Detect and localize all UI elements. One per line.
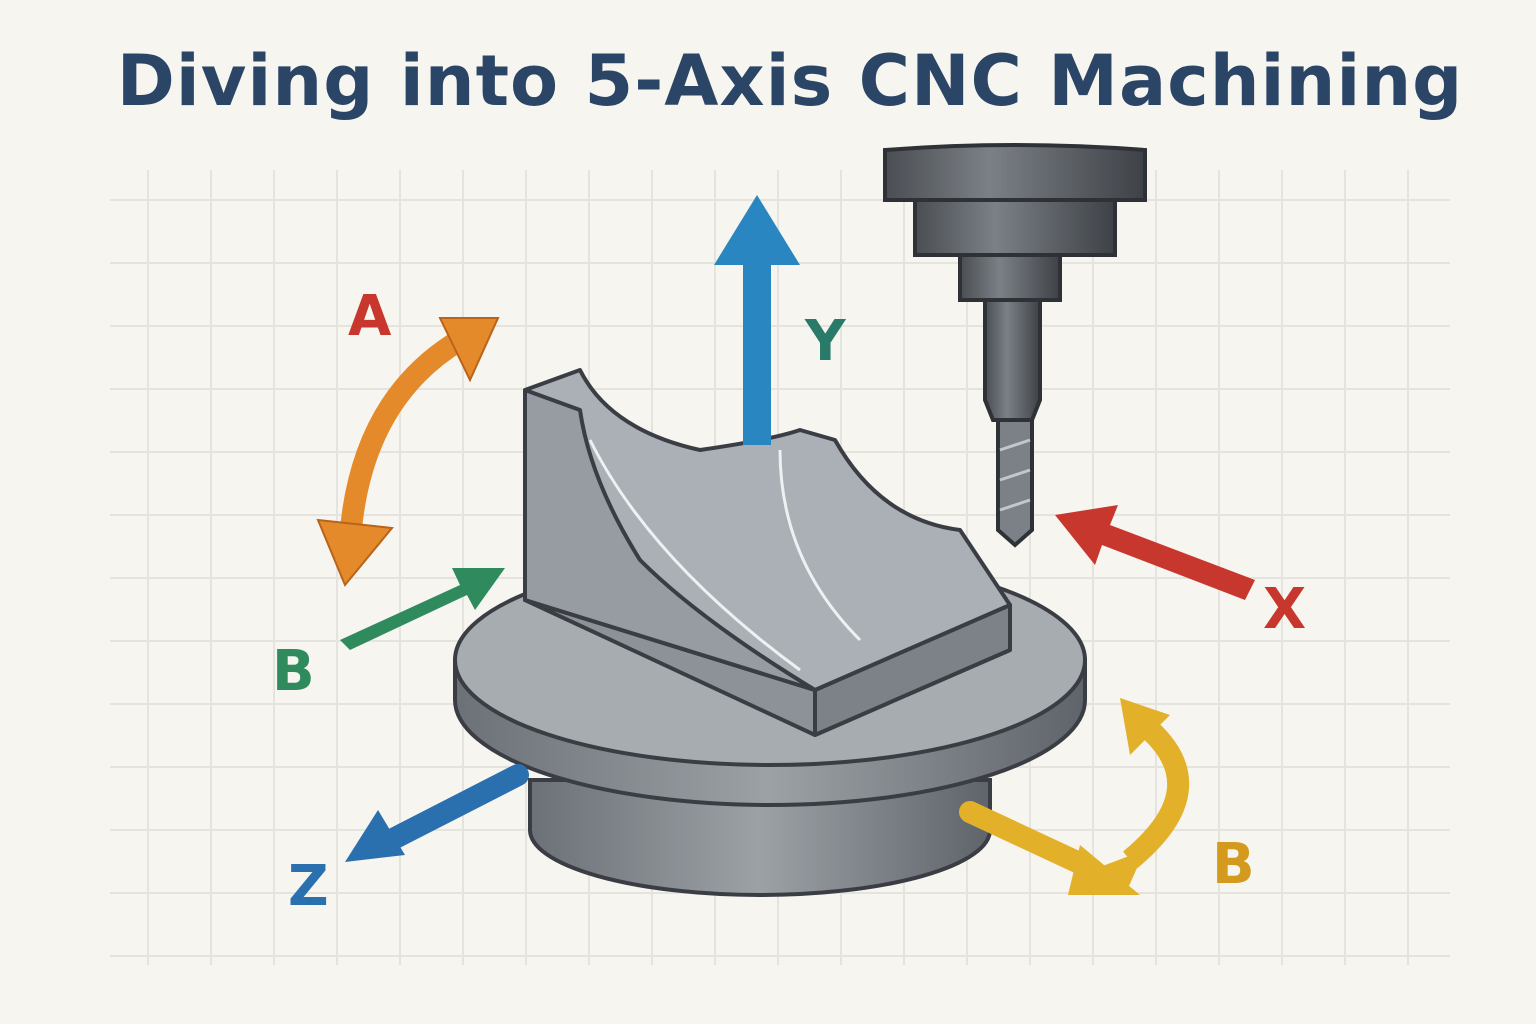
b-axis-arrow-right xyxy=(959,698,1190,895)
workpiece xyxy=(523,368,1012,737)
b-axis-label-left: B xyxy=(272,639,315,704)
a-axis-arrow xyxy=(339,330,466,541)
y-axis-label: Y xyxy=(804,309,847,374)
b-axis-arrow-left xyxy=(340,568,505,650)
z-axis-arrow xyxy=(345,764,529,862)
y-axis-arrow xyxy=(714,195,800,445)
x-axis-label: X xyxy=(1263,577,1306,642)
spindle-tool xyxy=(883,143,1147,548)
b-axis-label-right: B xyxy=(1212,832,1255,897)
z-axis-label: Z xyxy=(288,854,329,919)
a-axis-label: A xyxy=(348,284,392,349)
page-title: Diving into 5-Axis CNC Machining xyxy=(116,40,1464,122)
x-axis-arrow xyxy=(1055,505,1255,600)
